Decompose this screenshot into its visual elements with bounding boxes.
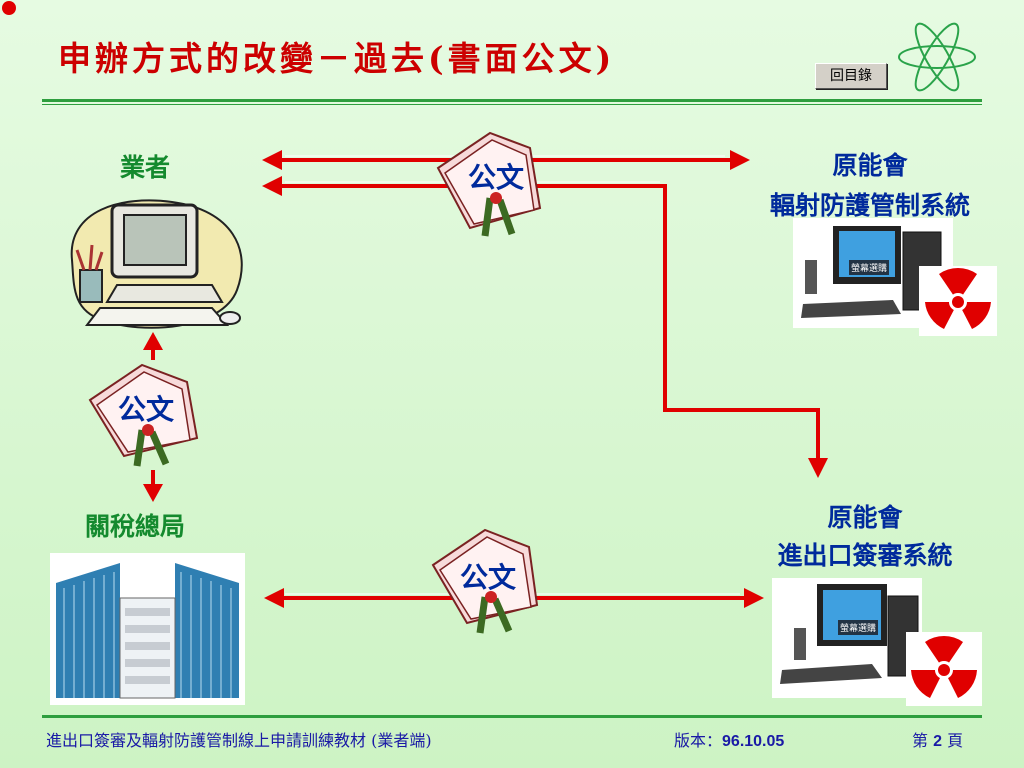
pc-icon-import — [772, 578, 922, 698]
customs-label: 關稅總局 — [85, 514, 186, 541]
document-label-bottom: 公文 — [460, 563, 517, 594]
radiation-hazard-icon-top — [919, 266, 997, 336]
document-label-top: 公文 — [468, 163, 525, 194]
footer-page-num: 2 — [933, 733, 943, 750]
footer-rule — [42, 715, 982, 718]
page-title: 申辦方式的改變－過去(書面公文) — [58, 39, 616, 78]
footer-page-suffix: 頁 — [947, 731, 964, 750]
bullet-dot — [2, 1, 16, 15]
footer-page-number: 第 2 頁 — [912, 727, 963, 751]
computer-clipart-icon — [70, 199, 243, 329]
radiation-hazard-icon-bottom — [906, 632, 982, 706]
operator-label: 業者 — [120, 155, 171, 182]
footer-version-label: 版本： — [674, 731, 723, 750]
monitor-screen-label-top: 螢幕選購 — [849, 260, 890, 275]
footer-version-number: 96.10.05 — [722, 733, 785, 750]
footer-course-title: 進出口簽審及輻射防護管制線上申請訓練教材 (業者端) — [46, 731, 432, 750]
document-clipart-left — [88, 363, 199, 467]
document-clipart-top — [436, 131, 542, 237]
document-label-left: 公文 — [118, 395, 175, 426]
footer-version: 版本：96.10.05 — [674, 727, 784, 751]
document-clipart-bottom — [431, 528, 539, 634]
aec-import-label-line2: 進出口簽審系統 — [777, 543, 953, 570]
aec-import-label-line1: 原能會 — [827, 505, 903, 532]
aec-radiation-label-line2: 輻射防護管制系統 — [769, 193, 970, 220]
footer-page-prefix: 第 — [912, 731, 929, 750]
back-to-contents-button[interactable]: 回目錄 — [815, 63, 887, 89]
atom-logo-icon — [898, 22, 976, 92]
header-rule — [42, 99, 982, 105]
monitor-screen-label-bottom: 螢幕選購 — [838, 620, 879, 635]
building-icon — [50, 553, 245, 705]
aec-radiation-label-line1: 原能會 — [832, 153, 908, 180]
